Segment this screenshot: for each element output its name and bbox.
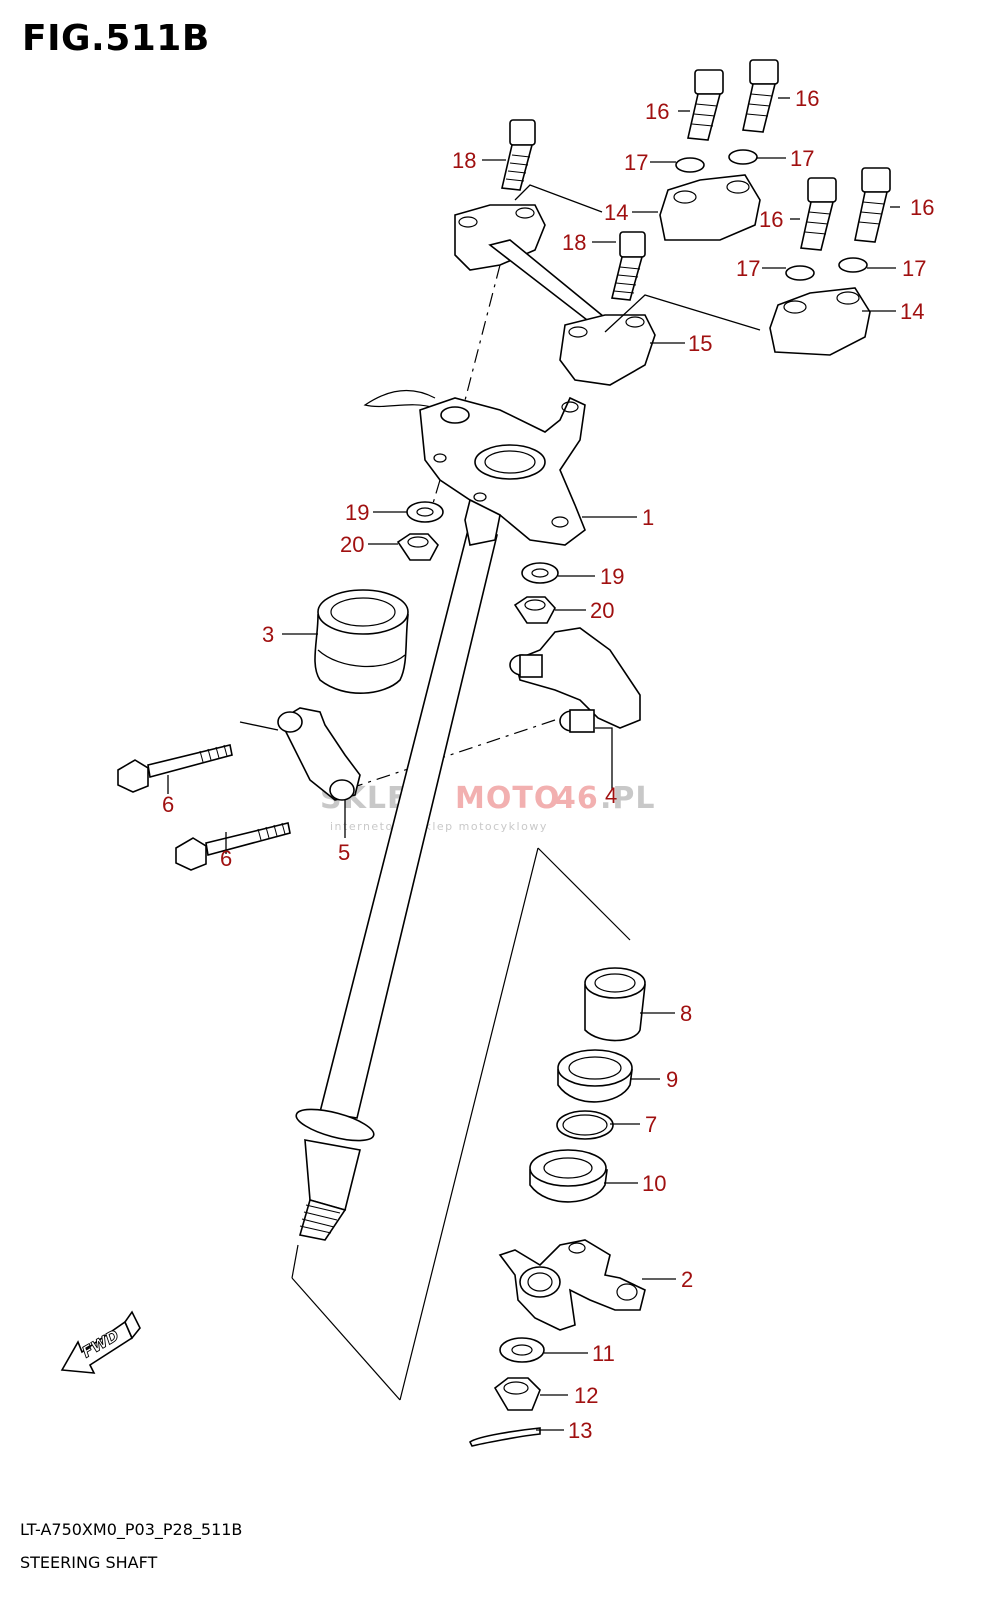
callout-3[interactable]: 3: [262, 622, 274, 647]
part-17-washers: [675, 149, 868, 281]
steering-shaft: [295, 529, 498, 1241]
callout-13[interactable]: 13: [568, 1418, 592, 1443]
part-10-seal: [529, 1149, 608, 1203]
part-15-handlebar-bridge: [454, 204, 656, 386]
part-11-washer: [499, 1337, 545, 1363]
callout-15[interactable]: 15: [688, 331, 712, 356]
callout-19[interactable]: 19: [345, 500, 369, 525]
watermark-part3: 46: [555, 781, 599, 816]
callout-20[interactable]: 20: [340, 532, 364, 557]
callout-14[interactable]: 14: [604, 200, 628, 225]
callout-17[interactable]: 17: [902, 256, 926, 281]
figure-title: FIG.511B: [22, 18, 210, 59]
shaft-outline-frame: [291, 847, 631, 1401]
part-20-nut-left: [396, 533, 439, 561]
callout-12[interactable]: 12: [574, 1383, 598, 1408]
part-2-arm: [498, 1239, 646, 1331]
callout-17[interactable]: 17: [790, 146, 814, 171]
callout-16[interactable]: 16: [645, 99, 669, 124]
callout-10[interactable]: 10: [642, 1171, 666, 1196]
watermark-tagline: internetowy sklep motocyklowy: [330, 820, 548, 833]
part-19-washer-right: [521, 562, 559, 584]
callout-9[interactable]: 9: [666, 1067, 678, 1092]
callout-16[interactable]: 16: [759, 207, 783, 232]
callout-16[interactable]: 16: [795, 86, 819, 111]
part-5-clamp-half: [277, 707, 361, 801]
callout-2[interactable]: 2: [681, 1267, 693, 1292]
callout-16[interactable]: 16: [910, 195, 934, 220]
callout-18[interactable]: 18: [562, 230, 586, 255]
callout-11[interactable]: 11: [592, 1341, 615, 1366]
part-7-oring: [556, 1110, 614, 1140]
part-16-bolts: [687, 59, 891, 251]
part-14-clamp-lower: [769, 287, 871, 356]
watermark-part4: .PL: [600, 781, 656, 816]
part-18-bolt-lower: [611, 231, 646, 301]
callout-4[interactable]: 4: [605, 783, 617, 808]
callout-18[interactable]: 18: [452, 148, 476, 173]
callout-14[interactable]: 14: [900, 299, 924, 324]
part-8-collar: [584, 967, 646, 1042]
callout-6[interactable]: 6: [162, 792, 174, 817]
section-title: STEERING SHAFT: [20, 1553, 158, 1572]
part-14-clamp-upper: [659, 174, 761, 241]
callouts: 16 16 17 17 18 14 16 16 17 17 18 14 15 1…: [162, 86, 934, 1443]
part-1-upper-plate: [363, 389, 586, 546]
callout-5[interactable]: 5: [338, 840, 350, 865]
figure-code: LT-A750XM0_P03_P28_511B: [20, 1520, 243, 1539]
leader-lines: [167, 97, 900, 1431]
part-12-nut: [493, 1377, 541, 1411]
callout-6[interactable]: 6: [220, 846, 232, 871]
part-13-cotter-pin: [468, 1427, 541, 1447]
watermark-part2: MOTO: [455, 781, 560, 816]
callout-7[interactable]: 7: [645, 1112, 657, 1137]
callout-20[interactable]: 20: [590, 598, 614, 623]
callout-17[interactable]: 17: [736, 256, 760, 281]
fwd-arrow-icon: FWD: [60, 1310, 141, 1374]
part-9-bearing: [557, 1049, 633, 1103]
part-18-bolt-upper: [501, 119, 536, 191]
part-20-nut-right: [513, 596, 556, 624]
part-6-bolts: [117, 744, 291, 871]
callout-17[interactable]: 17: [624, 150, 648, 175]
callout-8[interactable]: 8: [680, 1001, 692, 1026]
part-3-bushing: [314, 589, 409, 694]
callout-1[interactable]: 1: [642, 505, 654, 530]
part-4-holder: [509, 627, 641, 733]
callout-19[interactable]: 19: [600, 564, 624, 589]
part-19-washer-left: [406, 501, 444, 523]
